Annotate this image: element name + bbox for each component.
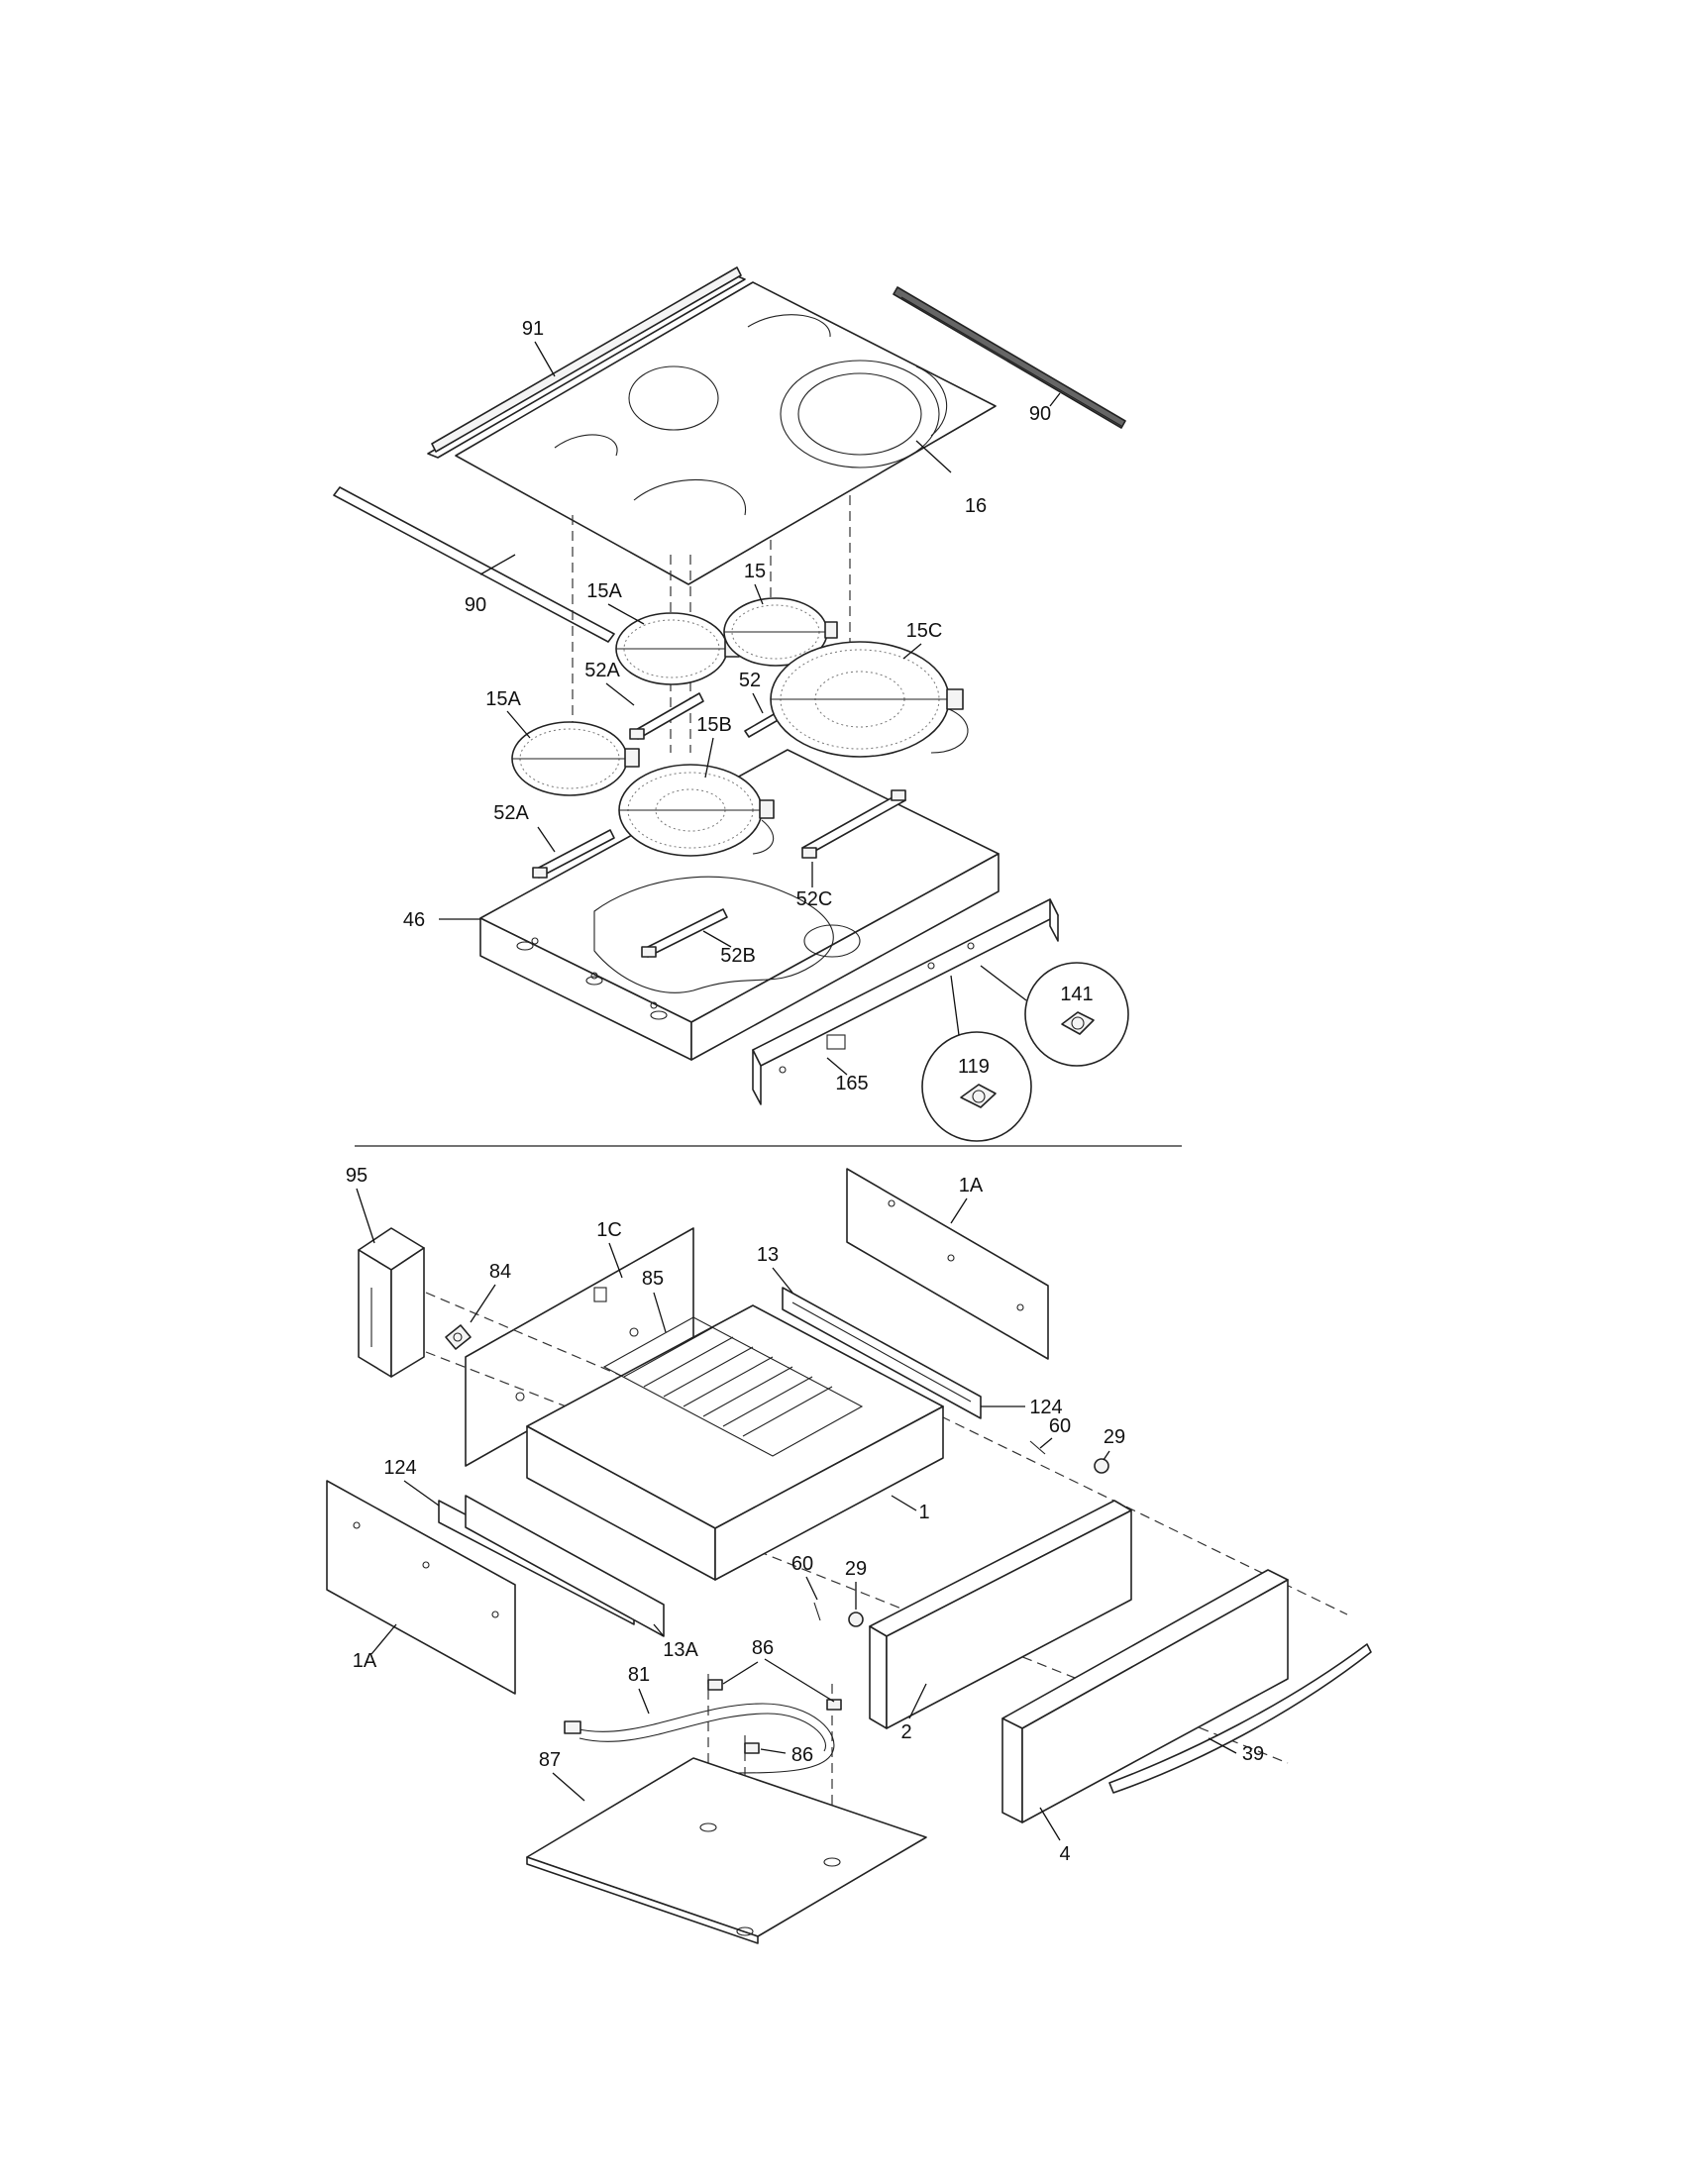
rear-trim-strip: [427, 266, 746, 459]
callout-1a-bottom: 1A: [353, 1650, 377, 1672]
callout-15a-top: 15A: [586, 580, 622, 602]
drawer-box-1: [526, 1304, 944, 1581]
fasteners-right: [1029, 1440, 1109, 1474]
callout-1a-top: 1A: [959, 1175, 984, 1196]
glass-cooktop: [455, 281, 997, 585]
bottom-panel-87: [526, 1757, 927, 1944]
side-panel-1a-top: [846, 1168, 1049, 1360]
callout-46: 46: [403, 909, 425, 931]
callout-1: 1: [918, 1502, 929, 1523]
callout-52b: 52B: [720, 945, 756, 967]
callout-85: 85: [642, 1268, 664, 1290]
cover-95: [358, 1227, 425, 1378]
callout-124-right: 124: [1029, 1397, 1062, 1418]
callout-60-right: 60: [1049, 1415, 1071, 1437]
callout-4: 4: [1059, 1843, 1070, 1865]
element-straps: [532, 692, 906, 958]
callout-15b: 15B: [696, 714, 732, 736]
side-panel-1a-bottom: [326, 1480, 516, 1695]
callout-29-mid: 29: [845, 1558, 867, 1580]
callout-15: 15: [744, 561, 766, 582]
callout-165: 165: [835, 1073, 868, 1094]
switch-detail-119: [921, 975, 1032, 1142]
control-bracket-165: [752, 898, 1059, 1105]
callout-60-mid: 60: [791, 1553, 813, 1575]
callout-1c: 1C: [596, 1219, 622, 1241]
callout-95: 95: [346, 1165, 368, 1187]
callout-87: 87: [539, 1749, 561, 1771]
slide-13: [782, 1287, 982, 1419]
callout-29-right: 29: [1104, 1426, 1125, 1448]
callout-84: 84: [489, 1261, 511, 1283]
element-15a-left: [511, 721, 640, 796]
left-front-trim: [333, 486, 615, 643]
callout-81: 81: [628, 1664, 650, 1686]
drawer-front-4: [1001, 1569, 1289, 1823]
callout-124-left: 124: [383, 1457, 416, 1479]
callout-52a-top: 52A: [584, 660, 620, 681]
callout-15a-left: 15A: [485, 688, 521, 710]
switch-detail-141: [980, 962, 1129, 1067]
handle-39: [1108, 1643, 1372, 1794]
callout-90-right: 90: [1029, 403, 1051, 425]
callout-15c: 15C: [906, 620, 943, 642]
cooktop-assembly: [333, 266, 1129, 1142]
callout-13: 13: [757, 1244, 779, 1266]
rack-85: [602, 1316, 864, 1457]
terminal-84: [445, 1324, 472, 1350]
callout-86-top: 86: [752, 1637, 774, 1659]
callout-52a-left: 52A: [493, 802, 529, 824]
element-15c: [770, 641, 969, 758]
leader-lines: [356, 341, 1237, 1841]
element-15b: [618, 764, 775, 857]
callout-13a: 13A: [663, 1639, 698, 1661]
fasteners-mid: [813, 1602, 864, 1627]
callout-90-left: 90: [465, 594, 486, 616]
callout-52c: 52C: [796, 888, 833, 910]
callout-39: 39: [1242, 1743, 1264, 1765]
callout-52: 52: [739, 670, 761, 691]
front-panel-2: [869, 1500, 1132, 1729]
callout-91: 91: [522, 318, 544, 340]
callout-labels: 91 90 16 90 15A 15 15C 52A 52 15A 15B 52…: [346, 318, 1264, 1865]
element-15: [723, 597, 838, 667]
right-side-trim: [893, 286, 1126, 429]
callout-141: 141: [1060, 984, 1093, 1005]
callout-86-mid: 86: [791, 1744, 813, 1766]
callout-119: 119: [958, 1056, 990, 1078]
element-15a-top: [615, 612, 740, 685]
callout-2: 2: [900, 1721, 911, 1743]
warmer-drawer-assembly: [326, 1168, 1372, 1944]
callout-16: 16: [965, 495, 987, 517]
